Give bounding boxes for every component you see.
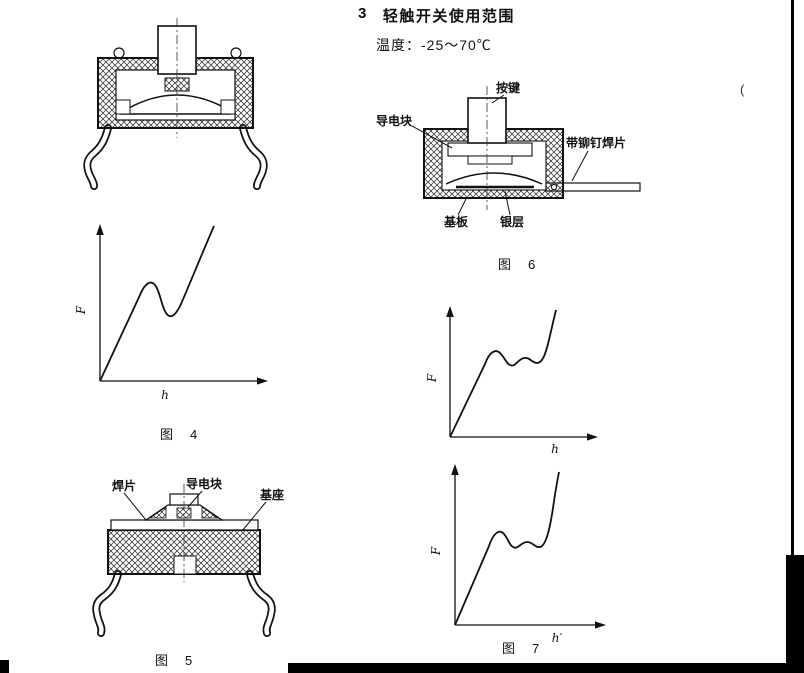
fig5-label-base: 基座 xyxy=(259,487,284,502)
scan-edge-right-thin xyxy=(791,0,794,562)
section-heading: 3 轻触开关使用范围 xyxy=(358,5,515,26)
fig6-label-substrate: 基板 xyxy=(443,214,469,229)
scan-artifact-paren: ( xyxy=(740,82,745,97)
fig6-diagram: 按键 导电块 带铆钉焊片 基板 银层 xyxy=(376,80,641,229)
fig7-top-curve: F h xyxy=(425,306,598,456)
fig5-dome-hatch-right xyxy=(201,506,220,519)
rivet-right xyxy=(230,47,242,59)
fig5-legs xyxy=(92,570,276,637)
fig6-conductive-plate xyxy=(447,142,533,157)
fig5-callouts: 焊片 导电块 基座 xyxy=(112,476,284,532)
fig4-ylabel: F xyxy=(74,305,88,315)
fig4-caption: 图 4 xyxy=(160,427,200,442)
section-title: 轻触开关使用范围 xyxy=(382,8,515,25)
fig6-conductive-step xyxy=(467,155,513,165)
fig6-label-riveted-solder-tab: 带铆钉焊片 xyxy=(566,135,626,150)
fig7-bottom-ylabel: F xyxy=(429,546,443,556)
rivet-left xyxy=(113,47,125,59)
fig5-dome-hatch-left xyxy=(148,506,167,519)
fig5-caption: 图 5 xyxy=(155,653,195,668)
fig6-callouts: 按键 导电块 带铆钉焊片 基板 银层 xyxy=(376,80,626,229)
section-number: 3 xyxy=(358,5,368,22)
fig5-label-conductive-block: 导电块 xyxy=(186,476,223,491)
plunger xyxy=(157,25,197,75)
fig7-bottom-curve: F h′ xyxy=(429,464,606,645)
fig7-top-xlabel: h xyxy=(551,442,559,456)
fig6-dome xyxy=(445,172,543,185)
fig7-bottom-force-curve xyxy=(454,471,560,626)
fig5-plate xyxy=(110,519,259,531)
fig4-axes xyxy=(96,224,268,385)
fig4-curve: F h xyxy=(74,224,268,402)
fig6-label-silver-layer: 银层 xyxy=(500,214,524,229)
fig7-top-axes xyxy=(446,306,598,441)
fig6-label-button: 按键 xyxy=(496,80,520,95)
fig7-bottom-axes xyxy=(451,464,606,629)
switch-top-legs xyxy=(83,124,268,190)
fig7-top-ylabel: F xyxy=(425,373,439,383)
fig5-diagram: 焊片 导电块 基座 xyxy=(92,476,284,637)
fig5-label-solder-tab: 焊片 xyxy=(112,478,136,493)
fig6-label-conductive-block: 导电块 xyxy=(376,113,413,128)
fig4-xlabel: h xyxy=(161,388,169,402)
fig7-bottom-xlabel: h′ xyxy=(552,631,563,645)
side-contact-right xyxy=(220,99,236,115)
rivet xyxy=(550,183,558,191)
scan-edge-bottom-left xyxy=(0,660,9,673)
temperature-line: 温度：-25～70℃ xyxy=(376,37,492,53)
scan-edge-right-thick xyxy=(786,555,804,673)
fig7-top-force-curve xyxy=(449,309,557,438)
switch-cross-section-top xyxy=(83,18,268,190)
fig5-base-notch xyxy=(173,555,197,575)
fig7-caption: 图 7 xyxy=(502,641,542,656)
scan-edge-bottom xyxy=(288,663,804,673)
fig6-caption: 图 6 xyxy=(498,257,538,272)
fig4-force-curve xyxy=(99,225,215,382)
side-contact-left xyxy=(115,99,131,115)
